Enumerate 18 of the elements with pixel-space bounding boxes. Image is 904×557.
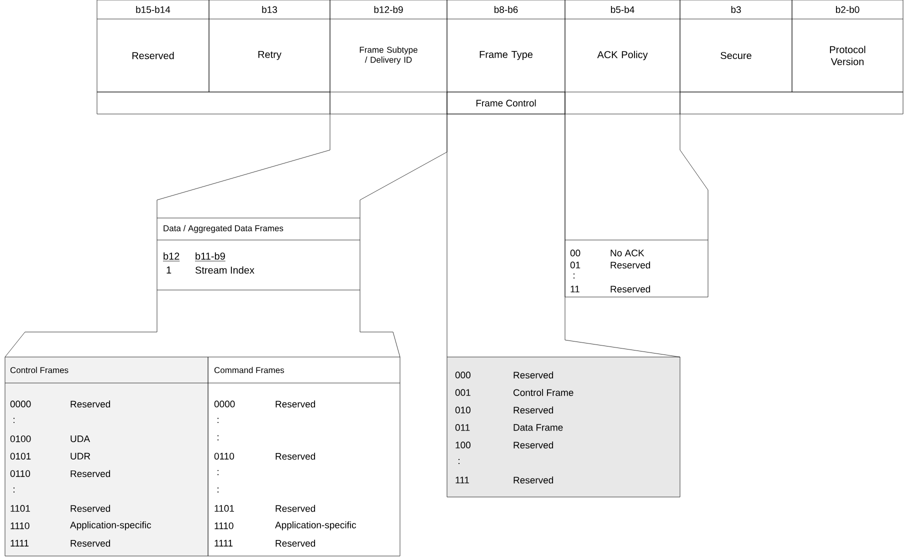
table-column: Command Frames 0000 Reserved : : 0110 Reserved : : 1101 Reserved 1110 Application-specific 1111 Reserved xyxy=(208,356,400,556)
value-table: 00 No ACK 01 Reserved : 11 Reserved xyxy=(564,240,708,298)
expansion-line xyxy=(680,114,708,240)
field-cell: b3 Secure xyxy=(680,0,792,92)
expansion-line xyxy=(156,114,330,218)
value-table: Data / Aggregated Data Frames b12 b11-b9 1 Stream Index xyxy=(156,218,360,290)
field-cell: b15-b14 Reserved xyxy=(96,0,210,92)
expansion-line xyxy=(446,114,448,358)
value-table: 000 Reserved 001 Control Frame 010 Reserved 011 Data Frame 100 Reserved : 111 Reserved xyxy=(446,356,680,498)
field-cell: b5-b4 ACK Policy xyxy=(564,0,680,114)
field-cell: b13 Retry xyxy=(208,0,330,92)
table-column: Control Frames 0000 Reserved : 0100 UDA 0101 UDR 0110 Reserved : 1101 Reserved 1110 Application-specific 1111 Reserved xyxy=(4,356,208,556)
expansion-line xyxy=(4,290,158,358)
expansion-line xyxy=(564,114,566,240)
field-cell: b12-b9 Frame Subtype / Delivery ID xyxy=(330,0,448,114)
field-cell: b2-b0 Protocol Version xyxy=(792,0,904,92)
table-cell: Frame Control xyxy=(446,92,566,114)
expansion-line xyxy=(360,290,400,358)
